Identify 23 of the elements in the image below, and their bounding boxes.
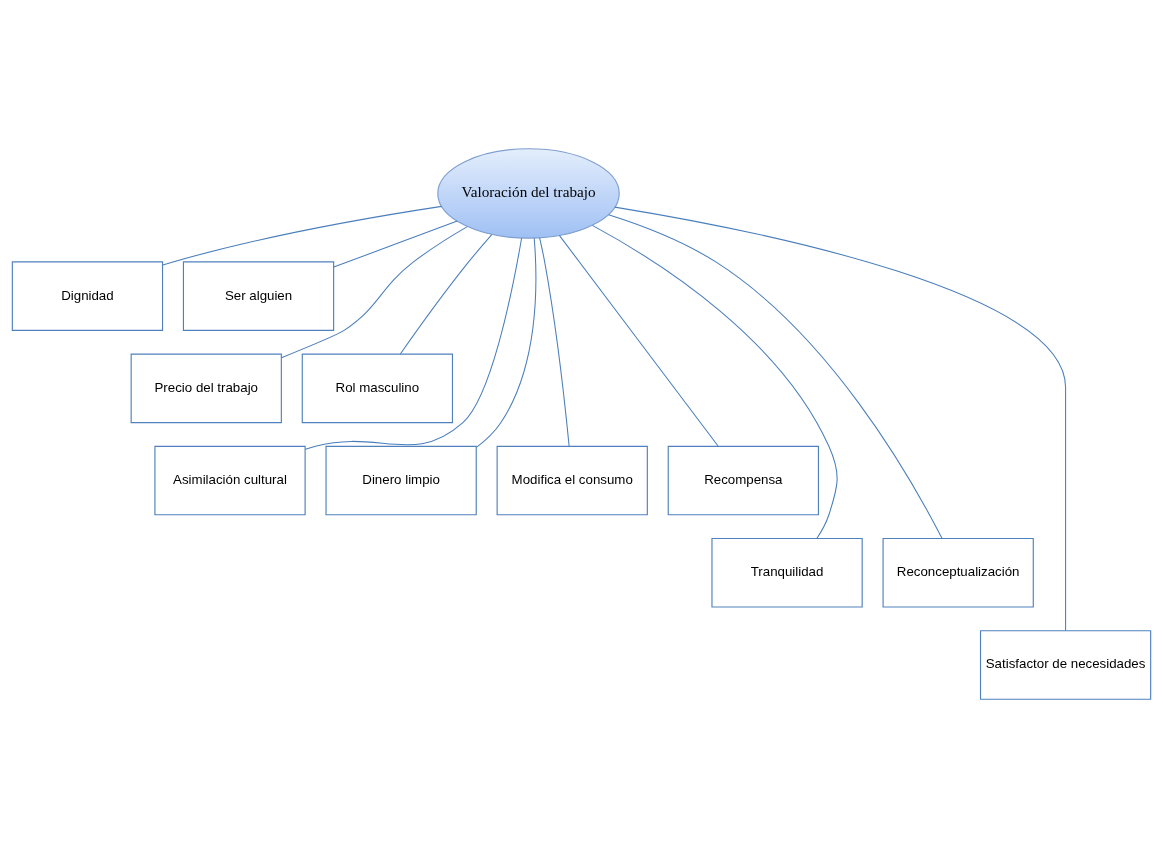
node-box: Ser alguien [182,261,335,331]
node-box: Asimilación cultural [154,445,306,516]
connector [608,214,943,539]
node-box: Precio del trabajo [130,353,282,424]
connector [281,226,468,359]
connector [333,220,458,268]
connector [162,205,443,266]
connector [475,237,537,448]
node-box: Dignidad [11,261,164,331]
connector [304,237,523,450]
node-box: Modifica el consumo [496,445,648,516]
connector [399,234,493,355]
node-box: Dinero limpio [325,445,477,516]
node-box: Rol masculino [301,353,454,424]
node-box: Satisfactor de necesidades [979,630,1152,700]
connector [539,237,570,447]
connector [591,224,838,539]
node-box: Reconceptualización [882,537,1034,608]
node-box: Recompensa [667,445,819,516]
connector [559,235,719,447]
connector [614,206,1067,632]
node-ellipse: Valoración del trabajo [437,148,620,239]
node-box: Tranquilidad [711,537,863,608]
